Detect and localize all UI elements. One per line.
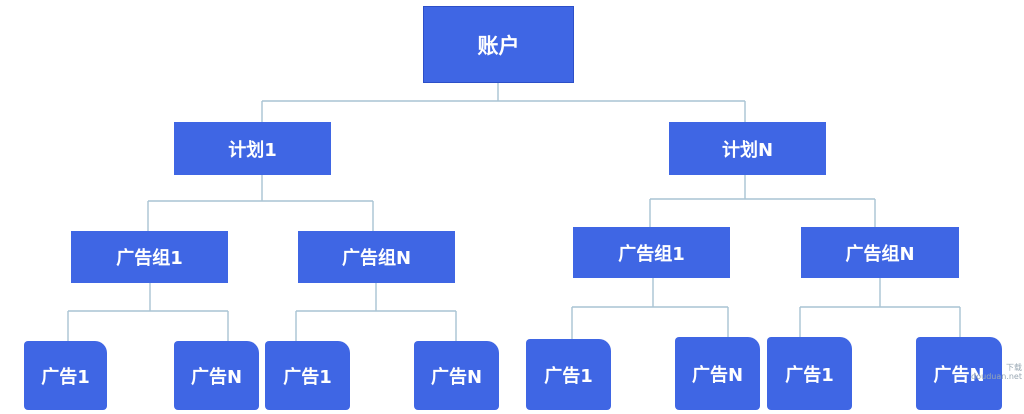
account-node: 账户 [423,6,574,83]
plan-node-n: 计划N [669,122,826,175]
ad-label: 广告N [933,364,985,386]
ad-group-label: 广告组N [845,243,915,265]
ad-group-node: 广告组1 [71,231,228,283]
ad-group-label: 广告组1 [618,243,685,265]
ad-label: 广告1 [41,366,90,388]
watermark-line-1: 下载 [1006,363,1022,372]
ad-node: 广告1 [24,341,107,410]
watermark: 下载 douduan.net [956,363,1022,389]
ad-label: 广告N [691,364,744,386]
ad-label: 广告1 [283,366,332,388]
ad-group-label: 广告组N [341,248,412,269]
ad-node: 广告1 [265,341,350,410]
ad-node: 广告N [174,341,259,410]
ad-node: 广告N [414,341,499,410]
plan-label: 计划N [721,139,774,161]
ad-node: 广告1 [767,337,852,410]
watermark-line-2: douduan.net [971,372,1022,381]
ad-node: 广告1 [526,339,611,410]
ad-node: 广告N [916,337,1002,410]
ad-label: 广告N [430,366,483,388]
plan-node-1: 计划1 [174,122,331,175]
ad-group-node: 广告组N [298,231,455,283]
ad-label: 广告1 [544,365,593,387]
ad-node: 广告N [675,337,760,410]
ad-label: 广告N [190,366,243,388]
plan-label: 计划1 [228,139,277,161]
ad-group-node: 广告组1 [573,227,730,278]
account-label: 账户 [477,33,520,58]
ad-group-label: 广告组1 [116,248,183,269]
ad-group-node: 广告组N [801,227,959,278]
ad-label: 广告1 [785,364,834,386]
